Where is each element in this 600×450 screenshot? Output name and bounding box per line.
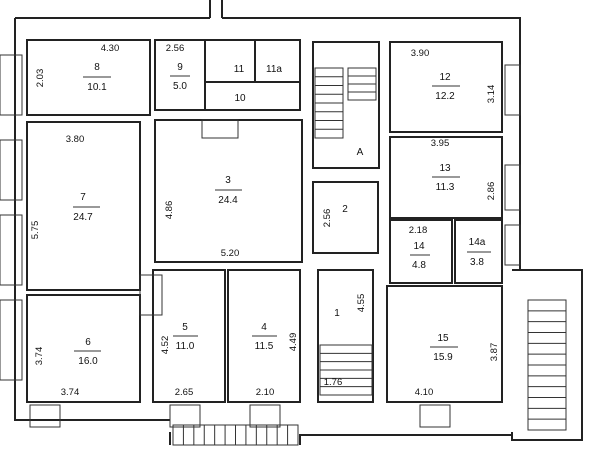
dim-1-height: 4.55: [356, 294, 367, 313]
room-13-number: 13: [439, 163, 451, 174]
niche: [201, 119, 239, 139]
room-5: [152, 269, 226, 403]
stairs: [172, 67, 567, 446]
room-14a-number: 14a: [469, 237, 486, 248]
room-4-area: 11.5: [255, 341, 274, 352]
room-13-area: 11.3: [436, 182, 455, 193]
room-9-area: 5.0: [173, 81, 187, 92]
room-7-area: 24.7: [73, 212, 93, 223]
dim-13-height: 2.86: [486, 182, 497, 201]
room-8-number: 8: [94, 62, 100, 73]
room-5-area: 11.0: [176, 341, 195, 352]
room-6-number: 6: [85, 337, 91, 348]
room-11a: [254, 39, 301, 83]
room-12-area: 12.2: [435, 91, 455, 102]
room-9-number: 9: [177, 62, 183, 73]
dimension-labels: 4.30 2.03 2.56 3.80 5.75 4.86 5.20 2.56 …: [30, 43, 500, 398]
room-3: [154, 119, 303, 263]
room-11: [204, 39, 256, 83]
room-8-area: 10.1: [87, 82, 107, 93]
room-1-number: 1: [334, 308, 340, 319]
room-10-number: 10: [234, 93, 246, 104]
room-3-number: 3: [225, 175, 231, 186]
room-15-area: 15.9: [433, 352, 453, 363]
room-labels: 8 10.1 9 5.0 11 11a 10 7 24.7 3 24.4 A 2…: [73, 62, 491, 367]
outer-walls: [0, 0, 583, 445]
dim-3-height: 4.86: [164, 201, 175, 220]
dim-8-height: 2.03: [35, 69, 46, 88]
room-15: [386, 285, 503, 403]
stairwell-a: [312, 41, 380, 169]
room-4-number: 4: [261, 322, 267, 333]
room-9: [154, 39, 206, 111]
dim-9-width: 2.56: [166, 43, 185, 54]
room-3-area: 24.4: [218, 195, 238, 206]
dim-4-width: 2.10: [256, 387, 275, 398]
room-6: [26, 294, 141, 403]
dim-7-width: 3.80: [66, 134, 85, 145]
room-15-number: 15: [437, 333, 449, 344]
dim-1-width: 1.76: [324, 377, 343, 388]
room-7-number: 7: [80, 192, 86, 203]
room-8: [26, 39, 151, 116]
room-14-area: 4.8: [412, 260, 426, 271]
room-14-number: 14: [413, 241, 425, 252]
room-1: [317, 269, 374, 403]
dim-5-height: 4.52: [160, 336, 171, 355]
stairwell-a-label: A: [357, 147, 364, 158]
dim-7-height: 5.75: [30, 221, 41, 240]
dim-15-height: 3.87: [489, 343, 500, 362]
dim-12-height: 3.14: [486, 85, 497, 104]
dim-2-height: 2.56: [322, 209, 333, 228]
room-11a-number: 11a: [266, 64, 282, 75]
dim-12-width: 3.90: [411, 48, 430, 59]
room-14: [389, 219, 453, 284]
room-14a-area: 3.8: [470, 257, 484, 268]
room-11-number: 11: [234, 64, 245, 75]
room-2-number: 2: [342, 204, 348, 215]
room-10: [204, 81, 301, 111]
room-2: [312, 181, 379, 254]
room-12: [389, 41, 503, 133]
dim-5-width: 2.65: [175, 387, 194, 398]
dim-15-width: 4.10: [415, 387, 434, 398]
dim-8-width: 4.30: [101, 43, 120, 54]
dim-4-height: 4.49: [288, 333, 299, 352]
column: [139, 274, 163, 316]
room-6-area: 16.0: [78, 356, 98, 367]
room-5-number: 5: [182, 322, 188, 333]
dim-6-height: 3.74: [34, 347, 45, 366]
dim-6-width: 3.74: [61, 387, 80, 398]
dim-13-width: 3.95: [431, 138, 450, 149]
dim-3-width: 5.20: [221, 248, 240, 259]
dim-14-width: 2.18: [409, 225, 428, 236]
room-7: [26, 121, 141, 291]
room-12-number: 12: [439, 72, 451, 83]
